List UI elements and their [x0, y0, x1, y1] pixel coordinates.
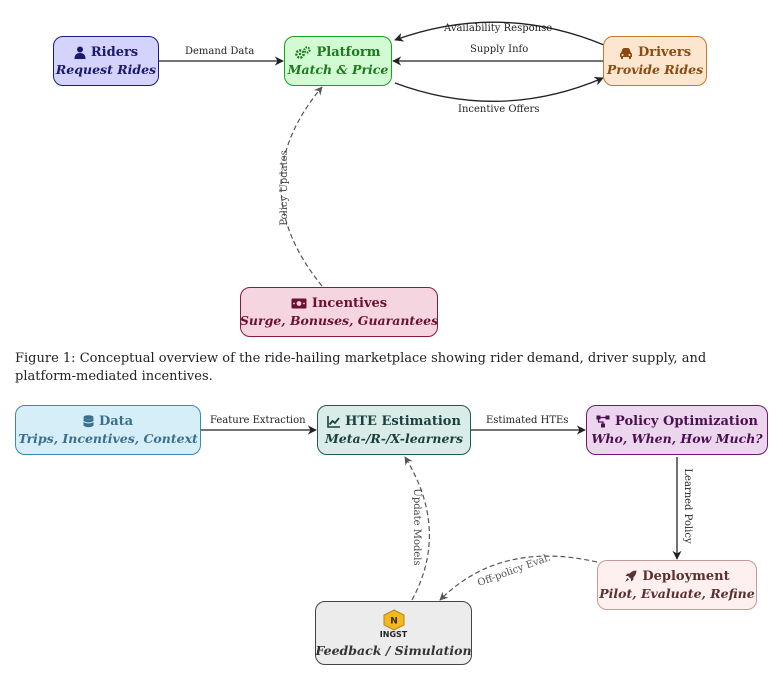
- incentives-node: Incentives Surge, Bonuses, Guarantees: [240, 287, 438, 337]
- edge-incentive-offers: [394, 77, 604, 102]
- policy-node: Policy Optimization Who, When, How Much?: [586, 405, 768, 455]
- car-icon: [619, 47, 633, 59]
- riders-title: Riders: [90, 44, 139, 60]
- edge-update-models: [404, 456, 430, 601]
- gears-icon: [295, 46, 312, 59]
- policy-title: Policy Optimization: [615, 413, 758, 429]
- drivers-title: Drivers: [637, 44, 692, 60]
- deployment-subtitle: Pilot, Evaluate, Refine: [599, 586, 755, 602]
- incentives-title: Incentives: [311, 295, 388, 311]
- label-incentive-offers: Incentive Offers: [458, 104, 540, 115]
- edge-off-policy-eval: [439, 555, 598, 601]
- label-off-policy-eval: Off-policy Eval.: [476, 552, 552, 589]
- label-update-models: Update Models: [411, 488, 422, 565]
- platform-title: Platform: [316, 44, 381, 60]
- label-estimated-htes: Estimated HTEs: [486, 415, 569, 426]
- label-availability-response: Availability Response: [444, 23, 553, 34]
- feedback-node: N INGST Feedback / Simulation: [315, 601, 472, 665]
- feedback-subtitle: Feedback / Simulation: [315, 642, 472, 658]
- rocket-icon: [624, 570, 637, 583]
- platform-node: Platform Match & Price: [284, 36, 392, 86]
- data-title: Data: [98, 413, 134, 429]
- money-bill-icon: [291, 298, 307, 309]
- figure-caption: Figure 1: Conceptual overview of the rid…: [15, 351, 707, 384]
- label-supply-info: Supply Info: [470, 44, 529, 55]
- svg-text:N: N: [390, 616, 398, 626]
- incentives-subtitle: Surge, Bonuses, Guarantees: [239, 313, 439, 329]
- drivers-node: Drivers Provide Rides: [603, 36, 707, 86]
- label-feature-extraction: Feature Extraction: [210, 415, 306, 426]
- platform-subtitle: Match & Price: [287, 62, 389, 78]
- deployment-node: Deployment Pilot, Evaluate, Refine: [597, 560, 757, 610]
- drivers-subtitle: Provide Rides: [606, 62, 704, 78]
- label-learned-policy: Learned Policy: [682, 468, 693, 544]
- label-demand-data: Demand Data: [185, 46, 255, 57]
- chart-line-icon: [327, 415, 341, 428]
- user-icon: [74, 46, 86, 59]
- data-node: Data Trips, Incentives, Context: [15, 405, 201, 455]
- hte-node: HTE Estimation Meta-/R-/X-learners: [317, 405, 471, 455]
- hte-title: HTE Estimation: [345, 413, 461, 429]
- diagram-project-icon: [596, 415, 610, 428]
- riders-node: Riders Request Rides: [53, 36, 159, 86]
- edge-availability-response: [394, 21, 605, 46]
- database-icon: [83, 415, 94, 428]
- policy-subtitle: Who, When, How Much?: [591, 431, 763, 447]
- riders-subtitle: Request Rides: [55, 62, 157, 78]
- deployment-title: Deployment: [642, 568, 730, 584]
- hte-subtitle: Meta-/R-/X-learners: [324, 431, 464, 447]
- label-policy-updates: Policy Updates: [279, 150, 290, 225]
- ingst-logo-text: INGST: [379, 629, 408, 639]
- data-subtitle: Trips, Incentives, Context: [18, 431, 198, 447]
- ingst-logo: N INGST: [379, 608, 408, 639]
